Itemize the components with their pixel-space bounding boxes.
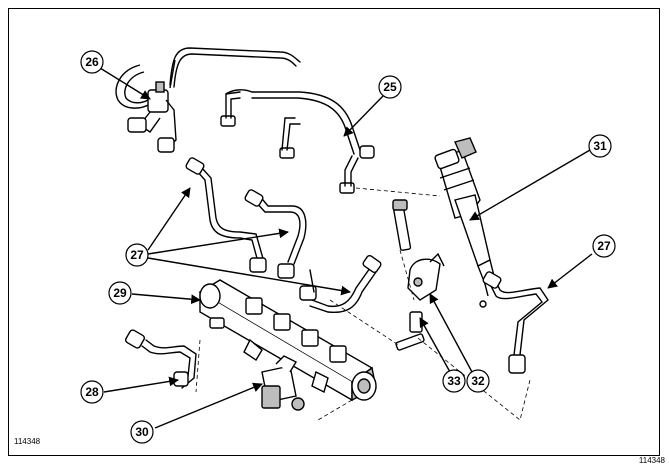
return-pipe-connector [115, 59, 177, 153]
svg-text:32: 32 [471, 374, 485, 388]
callout-31: 31 [588, 134, 612, 158]
callout-26: 26 [80, 50, 104, 74]
svg-text:29: 29 [113, 286, 127, 300]
svg-text:28: 28 [85, 385, 99, 399]
svg-text:33: 33 [447, 374, 461, 388]
figure-code-inside: 114348 [14, 437, 41, 446]
callout-30: 30 [130, 420, 154, 444]
callout-25: 25 [378, 75, 402, 99]
callout-29: 29 [108, 281, 132, 305]
clamp-stud [395, 311, 425, 351]
callout-33: 33 [442, 369, 466, 393]
figure-code-outside: 114348 [638, 456, 665, 465]
assembly-guide-lines [195, 187, 531, 421]
svg-text:27: 27 [597, 239, 611, 253]
diagram-frame [8, 8, 660, 456]
callout-27-right: 27 [592, 234, 616, 258]
pressure-sensor [261, 355, 305, 411]
high-pressure-pipes [185, 157, 549, 374]
callout-27-left: 27 [125, 243, 149, 267]
callout-32: 32 [466, 369, 490, 393]
injector-clamp [392, 199, 445, 301]
svg-text:27: 27 [130, 248, 144, 262]
injector [434, 137, 496, 308]
svg-text:25: 25 [383, 80, 397, 94]
svg-text:26: 26 [85, 55, 99, 69]
svg-text:31: 31 [593, 139, 607, 153]
svg-text:30: 30 [135, 425, 149, 439]
pump-supply-pipe [124, 329, 197, 389]
callout-28: 28 [80, 380, 104, 404]
callout-leaders [99, 67, 593, 429]
